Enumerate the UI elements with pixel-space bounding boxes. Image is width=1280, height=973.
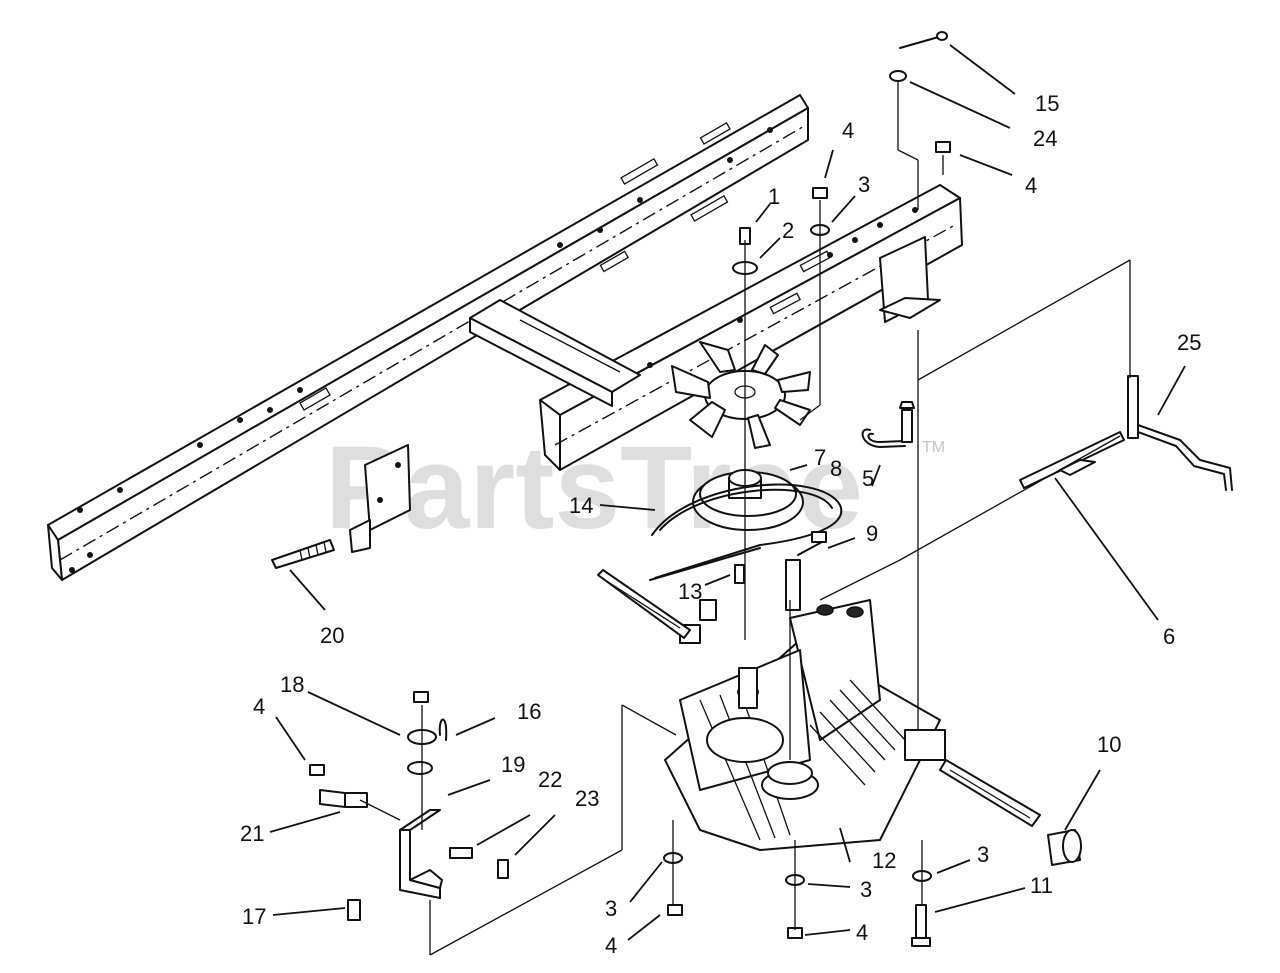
lower-bracket <box>399 809 443 899</box>
callout-13: 13 <box>678 579 702 604</box>
callout-22: 22 <box>538 767 562 792</box>
shift-bracket-6 <box>1019 431 1125 489</box>
callout-16: 16 <box>517 699 541 724</box>
callout-2: 2 <box>782 218 794 243</box>
callout-10: 10 <box>1097 732 1121 757</box>
callout-4-bottom-center: 4 <box>856 920 868 945</box>
callout-3-bottom-right: 3 <box>977 842 989 867</box>
spring-19 <box>407 761 433 775</box>
shift-rod-25 <box>1127 375 1233 491</box>
callout-9: 9 <box>866 521 878 546</box>
drive-belt <box>649 483 843 581</box>
bolt-17 <box>347 899 361 921</box>
frame-cross-member <box>469 299 641 407</box>
watermark-trademark: TM <box>922 439 945 456</box>
callout-3-top: 3 <box>858 172 870 197</box>
callout-5: 5 <box>862 466 874 491</box>
callout-19: 19 <box>501 752 525 777</box>
left-axle <box>597 569 691 639</box>
callout-1: 1 <box>768 184 780 209</box>
right-frame-bracket <box>879 236 941 323</box>
callout-25: 25 <box>1177 330 1201 355</box>
callout-12: 12 <box>872 848 896 873</box>
transaxle-body <box>664 559 946 851</box>
callout-20: 20 <box>320 623 344 648</box>
bolt-9 <box>797 531 827 556</box>
frame-left-rail <box>47 94 809 581</box>
callout-labels: 1 2 3 4 4 15 24 25 5 6 7 8 9 13 14 20 18… <box>240 91 1201 958</box>
callout-4-bottom-left: 4 <box>605 933 617 958</box>
callout-15: 15 <box>1035 91 1059 116</box>
callout-21: 21 <box>240 821 264 846</box>
left-frame-bracket <box>349 444 411 553</box>
callout-23: 23 <box>575 786 599 811</box>
assembly-lines <box>359 82 1131 956</box>
spacer-21 <box>319 789 368 808</box>
nut-top-18 <box>413 691 429 703</box>
callout-4-left: 4 <box>253 694 265 719</box>
callout-11: 11 <box>1030 873 1053 898</box>
bolt-23 <box>497 859 509 879</box>
right-axle <box>939 759 1041 827</box>
callout-14: 14 <box>569 493 593 518</box>
callout-3-bottom-left: 3 <box>605 896 617 921</box>
leader-lines <box>269 44 1186 941</box>
callout-18: 18 <box>280 672 304 697</box>
key-part <box>734 564 745 584</box>
callout-24: 24 <box>1033 126 1057 151</box>
callout-4-top: 4 <box>842 118 854 143</box>
nut-4-left <box>309 764 325 776</box>
callout-4-right: 4 <box>1025 173 1037 198</box>
bolt-22 <box>449 847 473 859</box>
bushing-10 <box>1047 829 1082 866</box>
callout-7: 7 <box>814 445 826 470</box>
callout-17: 17 <box>242 904 266 929</box>
callout-3-bottom-center: 3 <box>860 877 872 902</box>
rod-16 <box>438 718 448 741</box>
rod-5 <box>861 401 915 448</box>
callout-8: 8 <box>830 456 842 481</box>
callout-6: 6 <box>1163 624 1175 649</box>
pin-20 <box>271 539 335 569</box>
